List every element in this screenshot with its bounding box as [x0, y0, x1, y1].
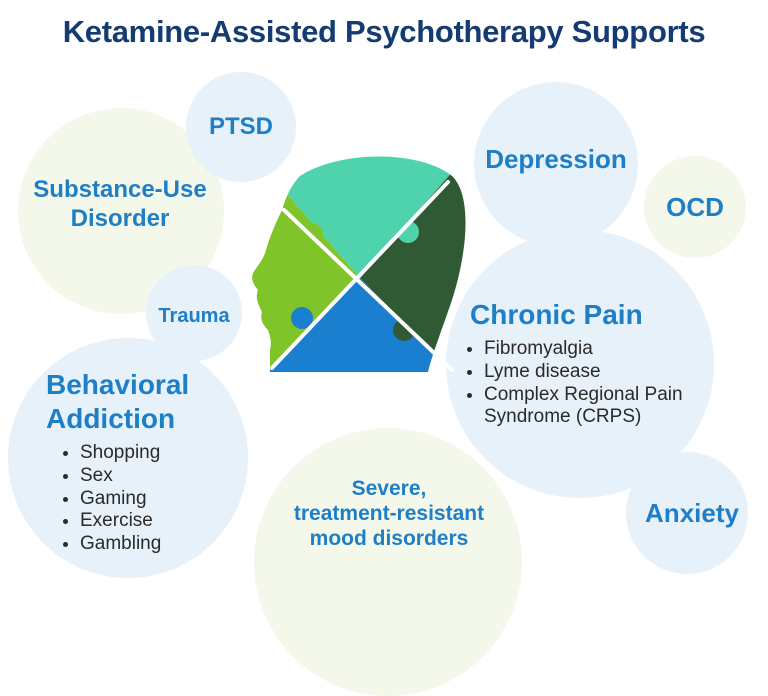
ocd-bubble — [644, 156, 746, 258]
anxiety-label: Anxiety — [645, 498, 739, 528]
substance-use-label-line2: Disorder — [70, 204, 170, 232]
substance-use-label-line1: Substance-Use — [33, 176, 207, 203]
list-item: Sex — [80, 465, 250, 488]
depression-bubble — [474, 82, 638, 246]
list-item: Gaming — [80, 488, 250, 511]
substance-use-label: Substance-Use Disorder — [10, 176, 230, 234]
mood-disorders-label-line3: mood disorders — [309, 527, 469, 551]
list-item: Gambling — [80, 533, 250, 556]
list-item: Exercise — [80, 510, 250, 533]
anxiety-bubble — [626, 452, 748, 574]
behavioral-addiction-label: Behavioral Addiction — [30, 368, 246, 435]
head-bottom-piece — [252, 278, 466, 372]
page-title: Ketamine-Assisted Psychotherapy Supports — [62, 14, 706, 49]
behavioral-addiction-label-line1: Behavioral — [46, 369, 190, 400]
chronic-pain-label: Chronic Pain — [470, 299, 643, 330]
list-item: Complex Regional Pain Syndrome (CRPS) — [484, 384, 734, 430]
puzzle-head-icon — [252, 156, 466, 372]
mood-disorders-label-line1: Severe, — [351, 477, 427, 500]
ocd-label: OCD — [666, 192, 724, 222]
behavioral-addiction-label-line2: Addiction — [46, 402, 176, 434]
trauma-label: Trauma — [158, 305, 230, 327]
list-item: Shopping — [80, 442, 250, 465]
list-item: Fibromyalgia — [484, 338, 734, 361]
depression-label: Depression — [485, 144, 627, 174]
ptsd-label: PTSD — [208, 113, 273, 140]
chronic-pain-list: Fibromyalgia Lyme disease Complex Region… — [462, 338, 734, 429]
behavioral-addiction-bubble — [8, 338, 248, 578]
mood-disorders-label: Severe, treatment-resistant mood disorde… — [264, 476, 514, 552]
mood-disorders-label-line2: treatment-resistant — [293, 502, 485, 526]
behavioral-addiction-list: Shopping Sex Gaming Exercise Gambling — [58, 442, 250, 556]
list-item: Lyme disease — [484, 361, 734, 384]
ptsd-bubble — [186, 72, 296, 182]
